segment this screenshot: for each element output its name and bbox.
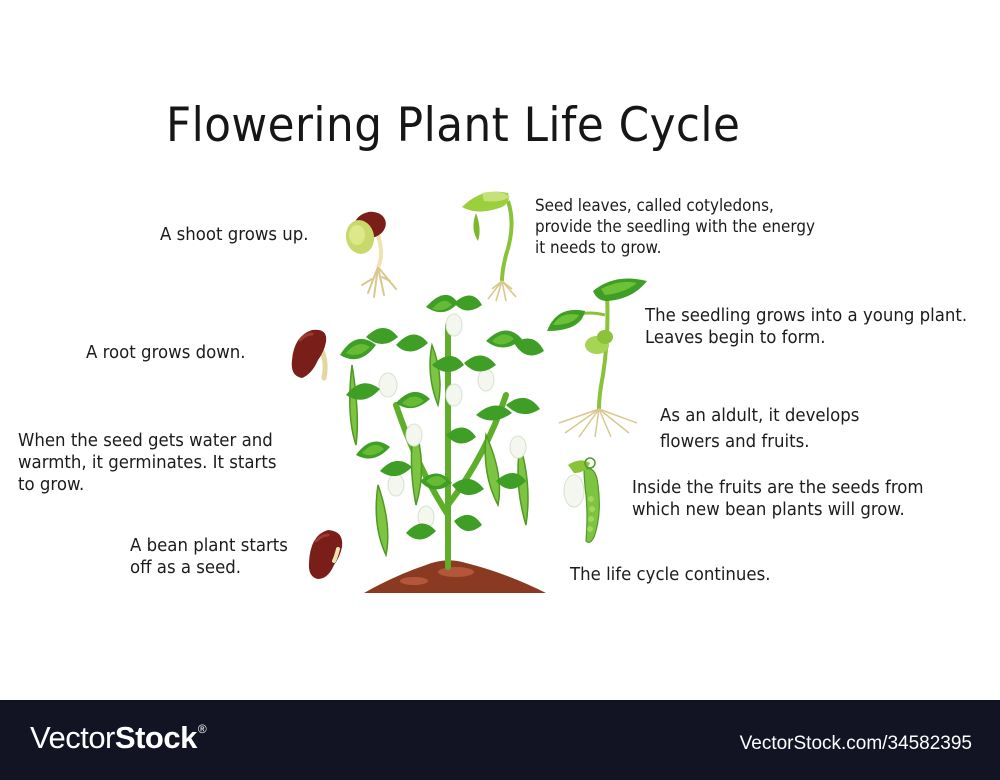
brand-light-text: Vector [30,720,115,755]
brand-bold-text: Stock [114,720,197,755]
young-plant-icon [547,278,647,438]
caption-fruits: Inside the fruits are the seeds from whi… [632,477,924,520]
caption-continues: The life cycle continues. [570,564,771,585]
bean-pod-icon [563,457,600,543]
stock-id: VectorStock.com/34582395 [739,733,972,754]
caption-root: A root grows down. [86,342,246,363]
caption-adult: As an aldult, it develops flowers and fr… [660,405,860,452]
registered-mark: ® [197,722,207,736]
watermark-footer: VectorStock® VectorStock.com/34582395 [0,700,1000,780]
caption-shoot: A shoot grows up. [160,224,309,245]
caption-seedling: The seedling grows into a young plant. L… [645,305,968,348]
vectorstock-logo: VectorStock® [30,720,207,756]
page-title: Flowering Plant Life Cycle [166,98,741,153]
bean-seed-icon [308,530,343,579]
bean-root-icon [291,329,328,381]
caption-germinate: When the seed gets water and warmth, it … [18,430,277,495]
diagram-canvas: Flowering Plant Life Cycle A shoot grows… [18,98,968,593]
bean-plant-icon [340,294,546,593]
caption-seed: A bean plant starts off as a seed. [130,535,288,578]
bean-with-shoot-and-roots-icon [345,211,397,298]
seedling-icon [462,191,517,302]
caption-cotyledons: Seed leaves, called cotyledons, provide … [535,196,815,257]
